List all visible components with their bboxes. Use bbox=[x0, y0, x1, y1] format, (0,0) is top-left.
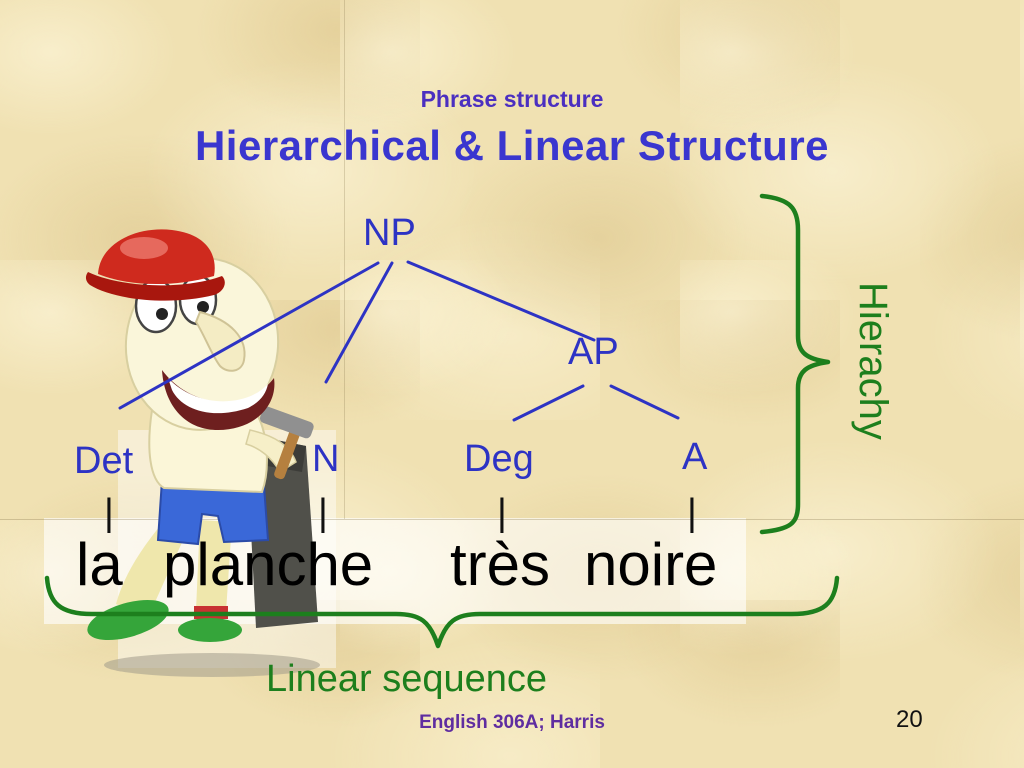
cartoon-hat bbox=[85, 229, 225, 301]
footer-credit: English 306A; Harris bbox=[419, 712, 605, 733]
leaf-bar-n: | bbox=[318, 492, 328, 534]
cartoon-shadow bbox=[104, 653, 320, 677]
cartoon-hammer bbox=[259, 406, 314, 480]
guide-line-vertical bbox=[344, 0, 345, 519]
branch-np-ap bbox=[406, 260, 596, 342]
leaf-bar-deg: | bbox=[497, 492, 507, 534]
page-title: Hierarchical & Linear Structure bbox=[194, 122, 830, 169]
leaf-bar-det: | bbox=[104, 492, 114, 534]
word-planche: planche bbox=[163, 531, 374, 598]
word-la: la bbox=[76, 531, 123, 598]
tree-node-deg: Deg bbox=[464, 438, 534, 480]
tree-node-det: Det bbox=[74, 440, 134, 482]
tree-node-n: N bbox=[312, 438, 340, 480]
page-number: 20 bbox=[896, 706, 923, 733]
hierarchy-brace bbox=[759, 193, 831, 535]
hierarchy-label: Hierachy bbox=[851, 282, 895, 440]
guide-line-horizontal bbox=[0, 519, 1024, 520]
word-tres: très bbox=[450, 531, 551, 598]
slide-kicker: Phrase structure bbox=[420, 86, 604, 112]
linear-sequence-label: Linear sequence bbox=[266, 658, 547, 700]
word-noire: noire bbox=[584, 531, 718, 598]
branch-ap-deg bbox=[512, 384, 585, 422]
leaf-bar-a: | bbox=[687, 492, 697, 534]
tree-node-a: A bbox=[682, 436, 708, 478]
tree-node-ap: AP bbox=[568, 331, 619, 373]
branch-ap-a bbox=[609, 384, 680, 420]
tree-node-np: NP bbox=[363, 212, 416, 254]
